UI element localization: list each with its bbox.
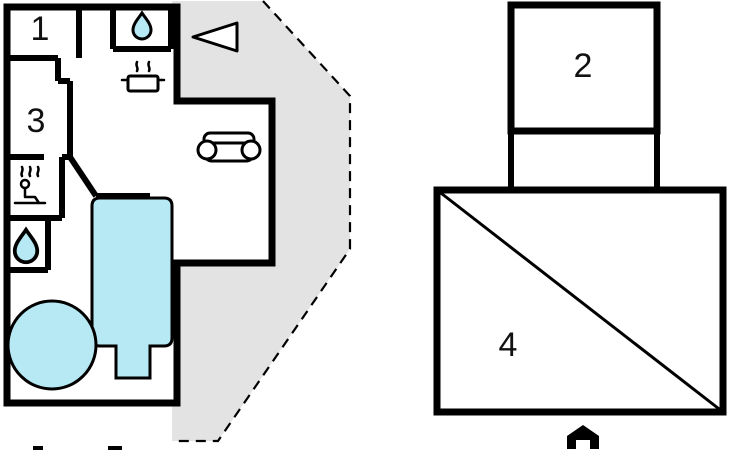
room3-label: 3 xyxy=(27,102,46,140)
annex-building: 2 4 xyxy=(433,1,727,449)
sauna-person-body-icon xyxy=(13,186,47,205)
pot-steam-icon xyxy=(135,60,151,73)
room2-label: 2 xyxy=(574,47,593,85)
plot-boundary-dashed-line xyxy=(172,0,352,443)
cutoff-mark-right xyxy=(108,446,122,450)
tv-icon xyxy=(191,21,239,53)
main-house-inner-walls xyxy=(7,7,174,273)
cutoff-mark-left xyxy=(33,446,43,450)
main-house: 1 3 xyxy=(3,3,276,450)
pot-body-icon xyxy=(126,74,160,93)
kitchen-stove-icon xyxy=(120,60,166,93)
sauna-steam-icon xyxy=(20,165,40,178)
room2-walls xyxy=(507,1,661,135)
toilet-drop-icon xyxy=(131,10,153,41)
sofa-armrest-right-icon xyxy=(240,139,262,161)
room4-label: 4 xyxy=(499,326,518,364)
hot-tub xyxy=(6,299,98,391)
swimming-pool xyxy=(90,196,174,380)
room4-diagonal-line xyxy=(436,188,724,414)
room1-label: 1 xyxy=(31,10,50,48)
sauna-icon xyxy=(13,165,47,205)
sofa-icon xyxy=(196,131,262,163)
annex-connecting-walls xyxy=(508,131,660,193)
shower-drop-icon xyxy=(12,226,40,265)
sofa-armrest-left-icon xyxy=(196,139,218,161)
entrance-house-icon xyxy=(567,425,599,449)
